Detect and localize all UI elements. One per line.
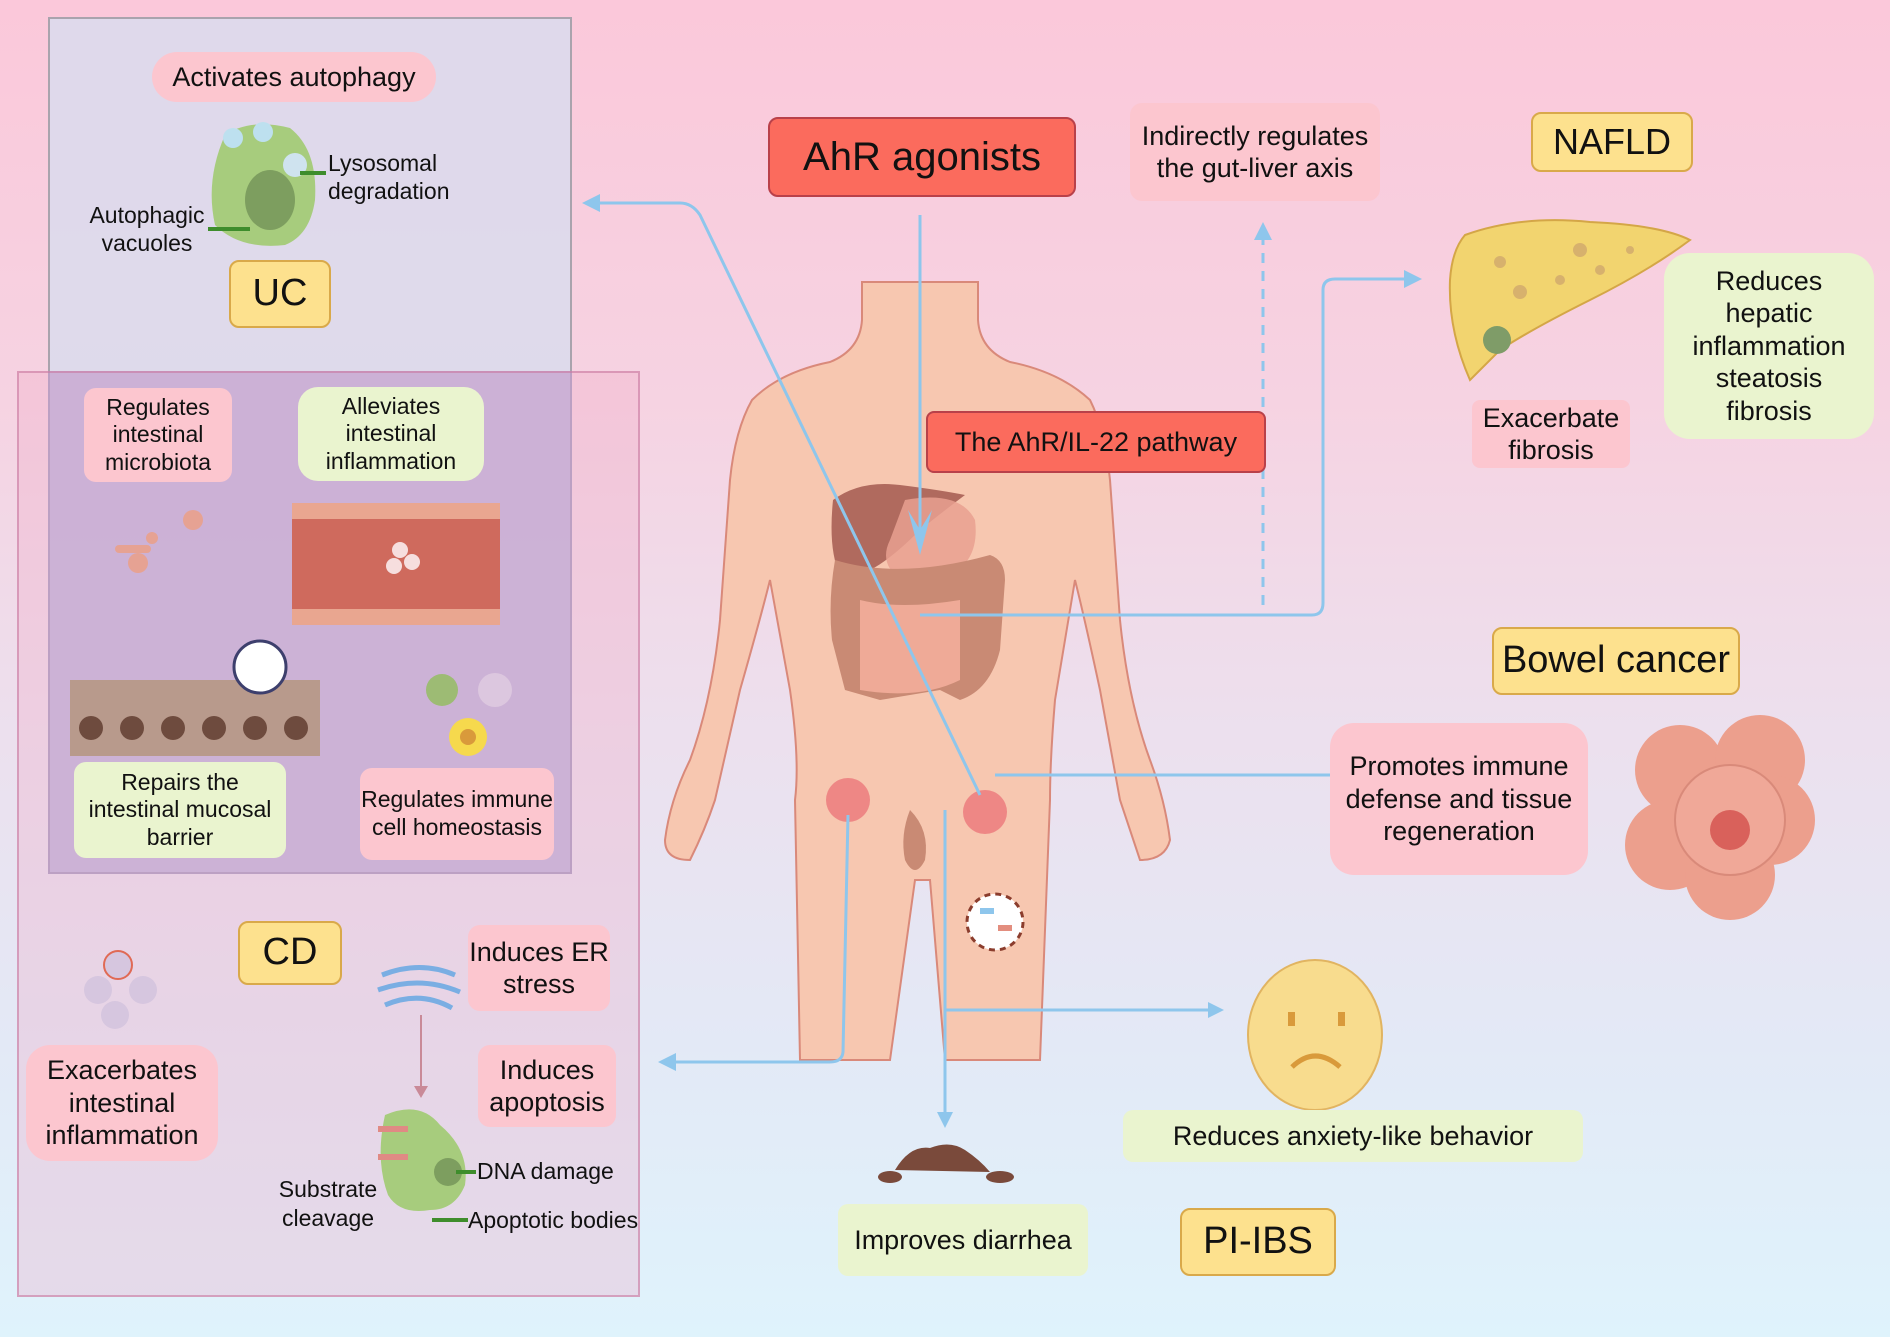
bowel-cancer-disease-label: Bowel cancer [1492,627,1740,695]
tumor-cells-icon [1625,715,1815,920]
apoptotic-bodies-label: Apoptotic bodies [468,1207,639,1233]
dna-damage-label: DNA damage [477,1158,614,1184]
lysosomal-degradation-label: Lysosomal degradation [328,150,450,204]
regulates-immune-label: Regulates immune cell homeostasis [360,768,554,860]
improves-diarrhea-label: Improves diarrhea [838,1204,1088,1276]
substrate-cleavage-label: Substrate cleavage [278,1176,378,1231]
epithelial-barrier-icon [70,639,320,756]
reduces-hepatic-label: Reduces hepatic inflammation steatosis f… [1664,253,1874,439]
exacerbate-fibrosis-label: Exacerbate fibrosis [1472,400,1630,468]
activates-autophagy-label: Activates autophagy [152,52,436,102]
promotes-immune-defense-label: Promotes immune defense and tissue regen… [1330,723,1588,875]
autophagy-cell-icon [208,122,326,246]
colon-tissue-icon [292,503,500,625]
apoptotic-cell-icon [378,1109,476,1222]
immune-cells-icon [426,673,512,756]
microbiota-bubble-icon [965,892,1025,952]
induces-apoptosis-label: Induces apoptosis [478,1045,616,1127]
exacerbates-inflammation-label: Exacerbates intestinal inflammation [26,1045,218,1161]
sad-face-icon [1247,959,1383,1111]
stomach-icon [886,497,976,580]
reduces-anxiety-label: Reduces anxiety-like behavior [1123,1110,1583,1162]
induces-er-stress-label: Induces ER stress [468,925,610,1011]
alleviates-inflammation-label: Alleviates intestinal inflammation [298,387,484,481]
pi-ibs-disease-label: PI-IBS [1180,1208,1336,1276]
bacteria-icon [115,510,203,573]
arrow-to-uc [595,201,982,796]
arrow-to-liver [920,277,1412,617]
repairs-barrier-label: Repairs the intestinal mucosal barrier [74,762,286,858]
gut-liver-axis-label: Indirectly regulates the gut-liver axis [1130,103,1380,201]
inflammatory-cells-icon [84,950,157,1029]
ahr-il22-pathway-label: The AhR/IL-22 pathway [926,411,1266,473]
ahr-agonists-title: AhR agonists [768,117,1076,197]
regulates-microbiota-label: Regulates intestinal microbiota [84,388,232,482]
pathway-arrows [595,201,1412,1120]
er-icon [377,965,461,1011]
cd-disease-label: CD [238,921,342,985]
stool-icon [878,1144,1014,1183]
uc-disease-label: UC [229,260,331,328]
fatty-liver-icon [1448,219,1692,382]
autophagic-vacuoles-label: Autophagic vacuoles [89,202,205,256]
arrow-to-cd [670,814,850,1064]
nafld-disease-label: NAFLD [1531,112,1693,172]
